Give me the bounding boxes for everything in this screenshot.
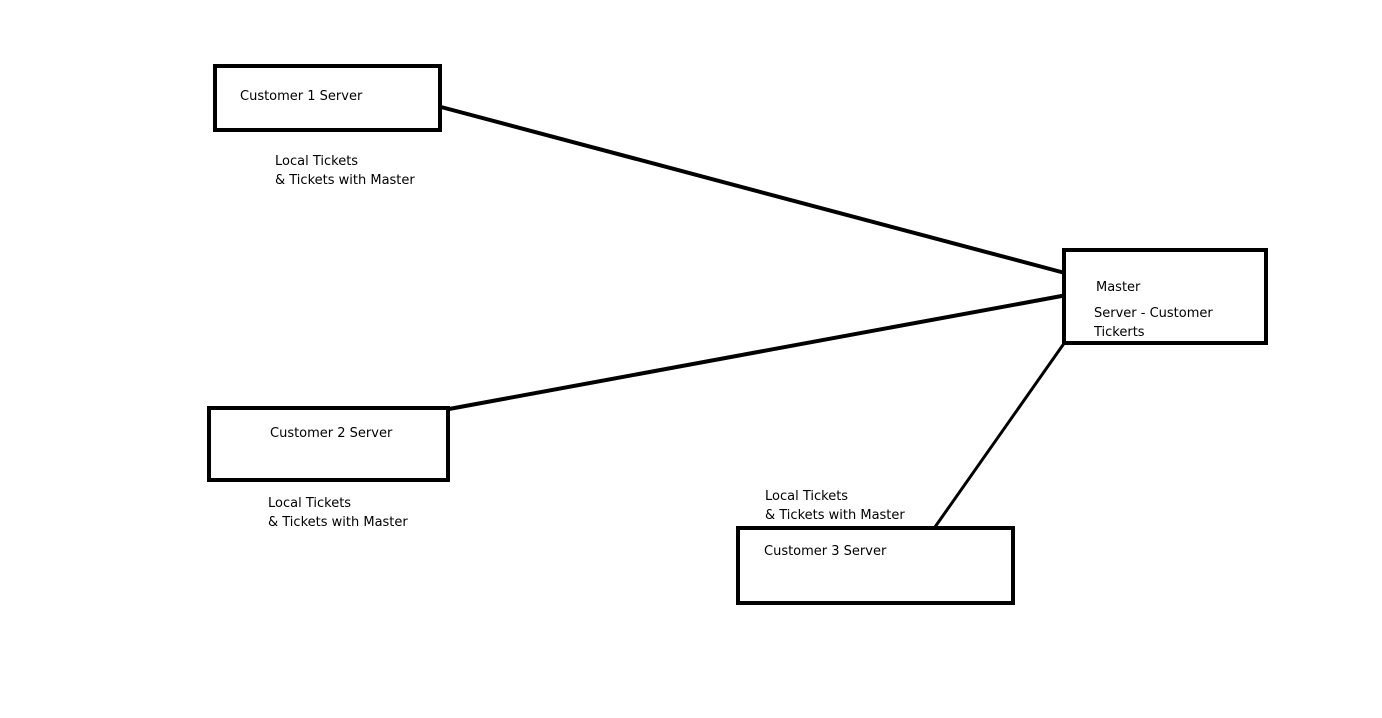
customer1-server-box — [213, 64, 442, 132]
customer3-note: Local Tickets & Tickets with Master — [765, 487, 905, 525]
customer1-note-line2: & Tickets with Master — [275, 173, 415, 188]
edge-customer2-master — [447, 293, 1069, 411]
customer3-note-line1: Local Tickets — [765, 489, 849, 504]
customer2-note-line2: & Tickets with Master — [268, 515, 408, 530]
customer3-server-box — [736, 526, 1015, 605]
customer2-server-label: Customer 2 Server — [270, 426, 393, 441]
master-sublabel: Server - Customer Tickerts — [1094, 304, 1213, 342]
customer2-server-box — [207, 406, 450, 482]
master-label: Master — [1096, 280, 1141, 295]
customer1-note-line1: Local Tickets — [275, 154, 359, 169]
master-sublabel-line2: Tickerts — [1094, 325, 1145, 340]
master-sublabel-line1: Server - Customer — [1094, 306, 1213, 321]
edge-customer1-master — [439, 105, 1067, 275]
master-server-box — [1062, 248, 1268, 345]
customer2-note-line1: Local Tickets — [268, 496, 352, 511]
customer1-note: Local Tickets & Tickets with Master — [275, 152, 415, 190]
customer2-note: Local Tickets & Tickets with Master — [268, 494, 408, 532]
customer3-note-line2: & Tickets with Master — [765, 508, 905, 523]
edge-customer3-master — [933, 340, 1067, 529]
customer1-server-label: Customer 1 Server — [240, 89, 363, 104]
customer3-server-label: Customer 3 Server — [764, 544, 887, 559]
